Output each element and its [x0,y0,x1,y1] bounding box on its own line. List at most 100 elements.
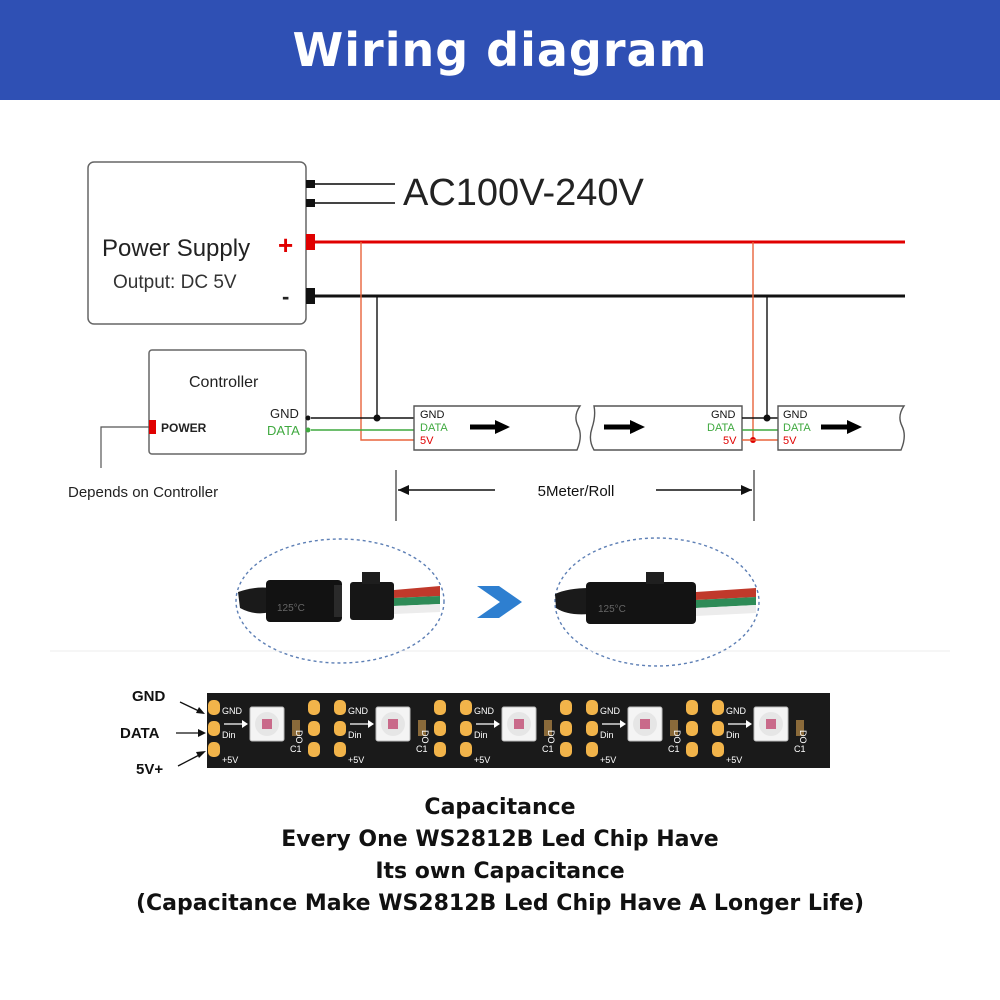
strip2-data-label: DATA [707,422,735,434]
controller-title: Controller [189,374,259,391]
controller-gnd-port [305,415,311,421]
power-supply-output: Output: DC 5V [113,272,237,293]
solder-pad [308,700,320,715]
solder-pad [560,721,572,736]
chevron-right-icon [477,586,522,618]
led-die [640,719,650,729]
pcb-5v-label: +5V [726,755,742,765]
connector-print-1: 125°C [277,603,305,614]
pcb-gnd-label: GND [726,706,747,716]
negative-terminal [306,288,315,304]
strip-segment-2 [589,405,743,451]
pcb-side-data-label: DATA [120,725,160,742]
capacitor [292,720,300,736]
solder-pad [586,721,598,736]
pcb-gnd-label: GND [474,706,495,716]
solder-pad [434,742,446,757]
solder-pad [686,742,698,757]
capacitance-title: Capacitance [424,795,576,820]
solder-pad [686,700,698,715]
pcb-c1-label: C1 [794,744,806,754]
strip2-5v-label: 5V [723,435,737,447]
pcb-side-arrows [176,701,206,767]
strip3-data-label: DATA [783,422,811,434]
capacitance-description: Capacitance Every One WS2812B Led Chip H… [0,792,1000,920]
pcb-side-gnd-label: GND [132,688,166,705]
pcb-din-arrowhead [242,720,248,728]
pcb-din-arrowhead [746,720,752,728]
roll-length-label: 5Meter/Roll [538,483,615,500]
pcb-c1-label: C1 [290,744,302,754]
controller-box [148,349,307,455]
capacitor [670,720,678,736]
strip2-gnd-label: GND [711,409,736,421]
solder-pad [712,742,724,757]
capacitor [418,720,426,736]
strip3-5v-label: 5V [783,435,797,447]
pcb-c1-label: C1 [668,744,680,754]
solder-pad [334,721,346,736]
pcb-din-arrowhead [494,720,500,728]
controller-data-label: DATA [267,423,300,438]
controller-note: Depends on Controller [68,484,218,501]
ac-terminal-2 [306,199,315,207]
pcb-din-label: Din [222,730,236,740]
solder-pad [334,742,346,757]
led-die [388,719,398,729]
pcb-do-label: DO [294,730,304,744]
pcb-gnd-label: GND [222,706,243,716]
capacitor [544,720,552,736]
solder-pad [460,721,472,736]
pcb-din-arrowhead [620,720,626,728]
ac-input-label: AC100V-240V [403,172,644,214]
solder-pad [460,700,472,715]
solder-pad [434,721,446,736]
solder-pad [434,700,446,715]
solder-pad [208,742,220,757]
power-supply-title: Power Supply [102,235,250,262]
pcb-5v-label: +5V [348,755,364,765]
pcb-din-label: Din [600,730,614,740]
positive-terminal [306,234,315,250]
connector-separated: 125°C [235,538,445,664]
solder-pad [712,721,724,736]
pcb-side-5v-label: 5V+ [136,761,163,778]
pcb-din-label: Din [348,730,362,740]
pcb-din-label: Din [726,730,740,740]
solder-pad [208,721,220,736]
solder-pad [560,700,572,715]
controller-power-terminal [149,420,156,434]
pcb-5v-label: +5V [600,755,616,765]
solder-pad [460,742,472,757]
controller-data-port [305,427,311,433]
pcb-din-label: Din [474,730,488,740]
solder-pad [586,742,598,757]
pcb-gnd-label: GND [600,706,621,716]
capacitor [796,720,804,736]
controller-gnd-label: GND [270,406,299,421]
pcb-c1-label: C1 [416,744,428,754]
capacitance-line-4: (Capacitance Make WS2812B Led Chip Have … [135,891,865,916]
pcb-5v-label: +5V [222,755,238,765]
pcb-do-label: DO [546,730,556,744]
strip1-data-label: DATA [420,422,448,434]
ac-terminal-1 [306,180,315,188]
strip1-gnd-label: GND [420,409,445,421]
led-die [262,719,272,729]
pcb-do-label: DO [798,730,808,744]
controller-power-lead [100,426,149,468]
pcb-gnd-label: GND [348,706,369,716]
pcb-segments: GNDDin+5VDOC1GNDDin+5VDOC1GNDDin+5VDOC1G… [208,700,808,765]
strip3-gnd-label: GND [783,409,808,421]
connector-joined: 125°C [554,537,760,667]
direction-arrow-3 [821,420,862,434]
pcb-5v-label: +5V [474,755,490,765]
feed-5v-wire-1 [360,242,414,441]
direction-arrow-2 [604,420,645,434]
dimension-arrow [398,485,752,495]
pcb-do-label: DO [672,730,682,744]
